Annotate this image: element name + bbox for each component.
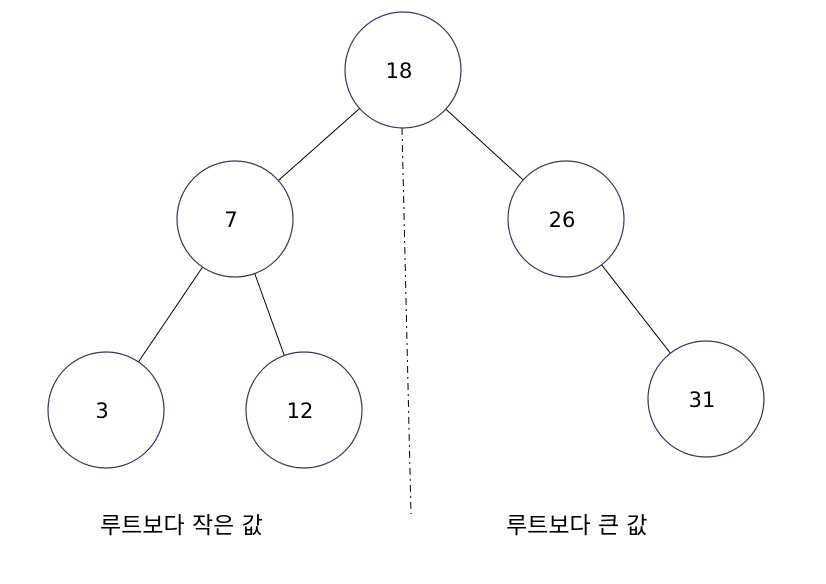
edge-right-to-right-right <box>601 264 671 354</box>
edge-left-to-left-left <box>138 266 203 363</box>
edge-root-to-left <box>278 108 360 181</box>
node-value: 3 <box>95 399 108 423</box>
node-value: 12 <box>287 399 314 423</box>
node-value: 31 <box>689 388 716 412</box>
node-circle <box>344 11 462 129</box>
node-circle <box>245 351 363 469</box>
node-value: 7 <box>224 208 237 232</box>
tree-node-left-right: 12 <box>245 351 363 469</box>
tree-node-right-right: 31 <box>647 340 765 458</box>
tree-node-right: 26 <box>507 160 625 278</box>
tree-node-root: 18 <box>344 11 462 129</box>
caption-larger-than-root: 루트보다 큰 값 <box>506 513 648 539</box>
edges <box>138 108 671 363</box>
tree-node-left-left: 3 <box>47 351 165 469</box>
node-circle <box>507 160 625 278</box>
nodes: 18 7 26 3 12 31 <box>47 11 765 469</box>
node-circle <box>647 340 765 458</box>
subtree-divider-line <box>401 127 412 515</box>
edge-left-to-left-right <box>254 273 285 356</box>
edge-root-to-right <box>445 108 524 181</box>
caption-smaller-than-root: 루트보다 작은 값 <box>100 513 263 539</box>
tree-node-left: 7 <box>176 160 294 278</box>
node-circle <box>176 160 294 278</box>
node-value: 26 <box>549 208 576 232</box>
node-value: 18 <box>386 59 413 83</box>
node-circle <box>47 351 165 469</box>
